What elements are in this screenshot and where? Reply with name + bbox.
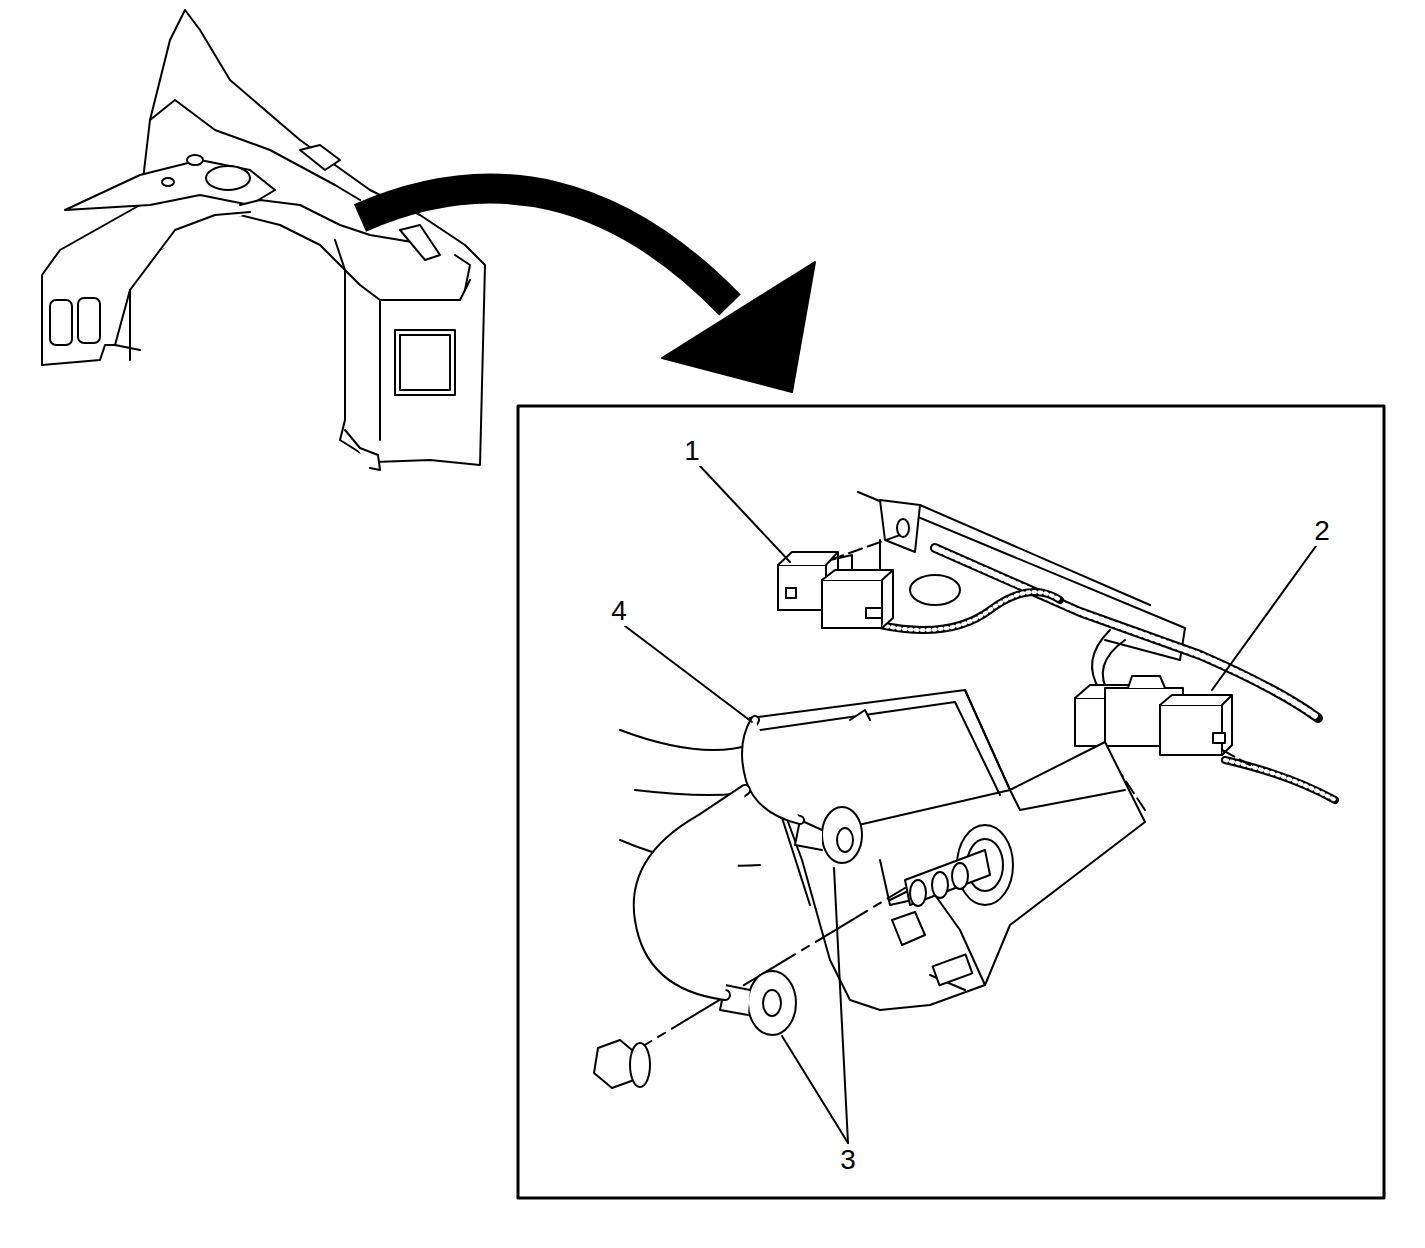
callout-number: 4 xyxy=(608,596,630,626)
callout-number: 2 xyxy=(1311,516,1333,546)
terminal-fasteners-part xyxy=(822,807,862,863)
leader-line-part xyxy=(782,1036,848,1143)
body-structure-part xyxy=(300,145,340,170)
harness-connector-part xyxy=(1160,695,1232,755)
body-structure-part xyxy=(187,155,203,165)
body-structure-part xyxy=(400,225,440,260)
view-arrow xyxy=(360,189,815,392)
body-structure-part xyxy=(206,166,250,190)
terminal-fasteners-part xyxy=(910,880,926,906)
sensor-connector-part xyxy=(778,565,826,610)
terminal-fasteners-part xyxy=(952,863,968,889)
terminal-fasteners-part xyxy=(892,912,925,945)
detail-frame xyxy=(518,406,1384,1198)
sensor-connector-part xyxy=(822,570,893,628)
body-structure-part xyxy=(400,335,450,390)
leader-line-part xyxy=(700,466,790,562)
body-structure xyxy=(42,10,485,470)
view-arrow-part xyxy=(662,262,815,392)
sensor-connector-part xyxy=(866,608,882,618)
sensor-connector-part xyxy=(822,580,882,628)
wiring-harness-part xyxy=(880,592,1060,630)
terminal-fasteners-part xyxy=(639,790,745,995)
terminal-fasteners-part xyxy=(639,790,745,995)
sensor-connector xyxy=(778,535,900,628)
body-structure-part xyxy=(160,212,250,250)
terminal-fasteners-part xyxy=(763,990,781,1016)
mounting-panel-part xyxy=(897,519,909,537)
battery-module-part xyxy=(933,954,973,985)
battery-module-part xyxy=(1010,790,1125,810)
harness-connector-part xyxy=(1213,733,1225,743)
leader-line-part xyxy=(834,868,848,1143)
wiring-harness-part xyxy=(880,592,1060,630)
body-structure-part xyxy=(50,300,72,345)
body-structure-part xyxy=(335,240,470,300)
terminal-fasteners-part xyxy=(932,872,948,898)
sensor-connector-part xyxy=(786,588,796,598)
terminal-fasteners xyxy=(594,720,990,1088)
wiring-harness-part xyxy=(1225,760,1335,800)
terminal-fasteners-part xyxy=(837,828,853,852)
body-structure-part xyxy=(380,300,455,440)
body-structure-part xyxy=(65,160,275,210)
callout-number: 3 xyxy=(837,1145,859,1175)
harness-connector-part xyxy=(1222,750,1250,765)
body-structure-part xyxy=(115,290,140,360)
body-structure-part xyxy=(162,178,174,186)
harness-connector-part xyxy=(1128,676,1165,688)
body-structure-part xyxy=(42,10,485,465)
battery-module-part xyxy=(850,710,870,720)
wiring-harness-part xyxy=(1225,760,1335,800)
terminal-fasteners-part xyxy=(746,720,800,820)
harness-connector-part xyxy=(1160,705,1222,755)
body-structure-part xyxy=(78,298,100,343)
mounting-panel-part xyxy=(910,575,960,605)
terminal-fasteners-part xyxy=(630,1043,650,1087)
callout-number: 1 xyxy=(681,436,703,466)
terminal-fasteners-part xyxy=(748,971,796,1035)
mounting-panel-part xyxy=(880,500,920,552)
body-structure-part xyxy=(345,430,380,470)
sensor-connector-part xyxy=(830,535,900,560)
leader-line-part xyxy=(1212,546,1316,690)
battery-module xyxy=(620,690,1145,1010)
battery-module-part xyxy=(750,690,1145,1010)
leader-line-part xyxy=(625,626,752,722)
body-structure-part xyxy=(455,255,470,290)
leader-line xyxy=(625,466,1316,1143)
terminal-fasteners-part xyxy=(905,850,990,905)
terminal-fasteners-part xyxy=(746,720,800,820)
view-arrow-part xyxy=(360,189,730,305)
